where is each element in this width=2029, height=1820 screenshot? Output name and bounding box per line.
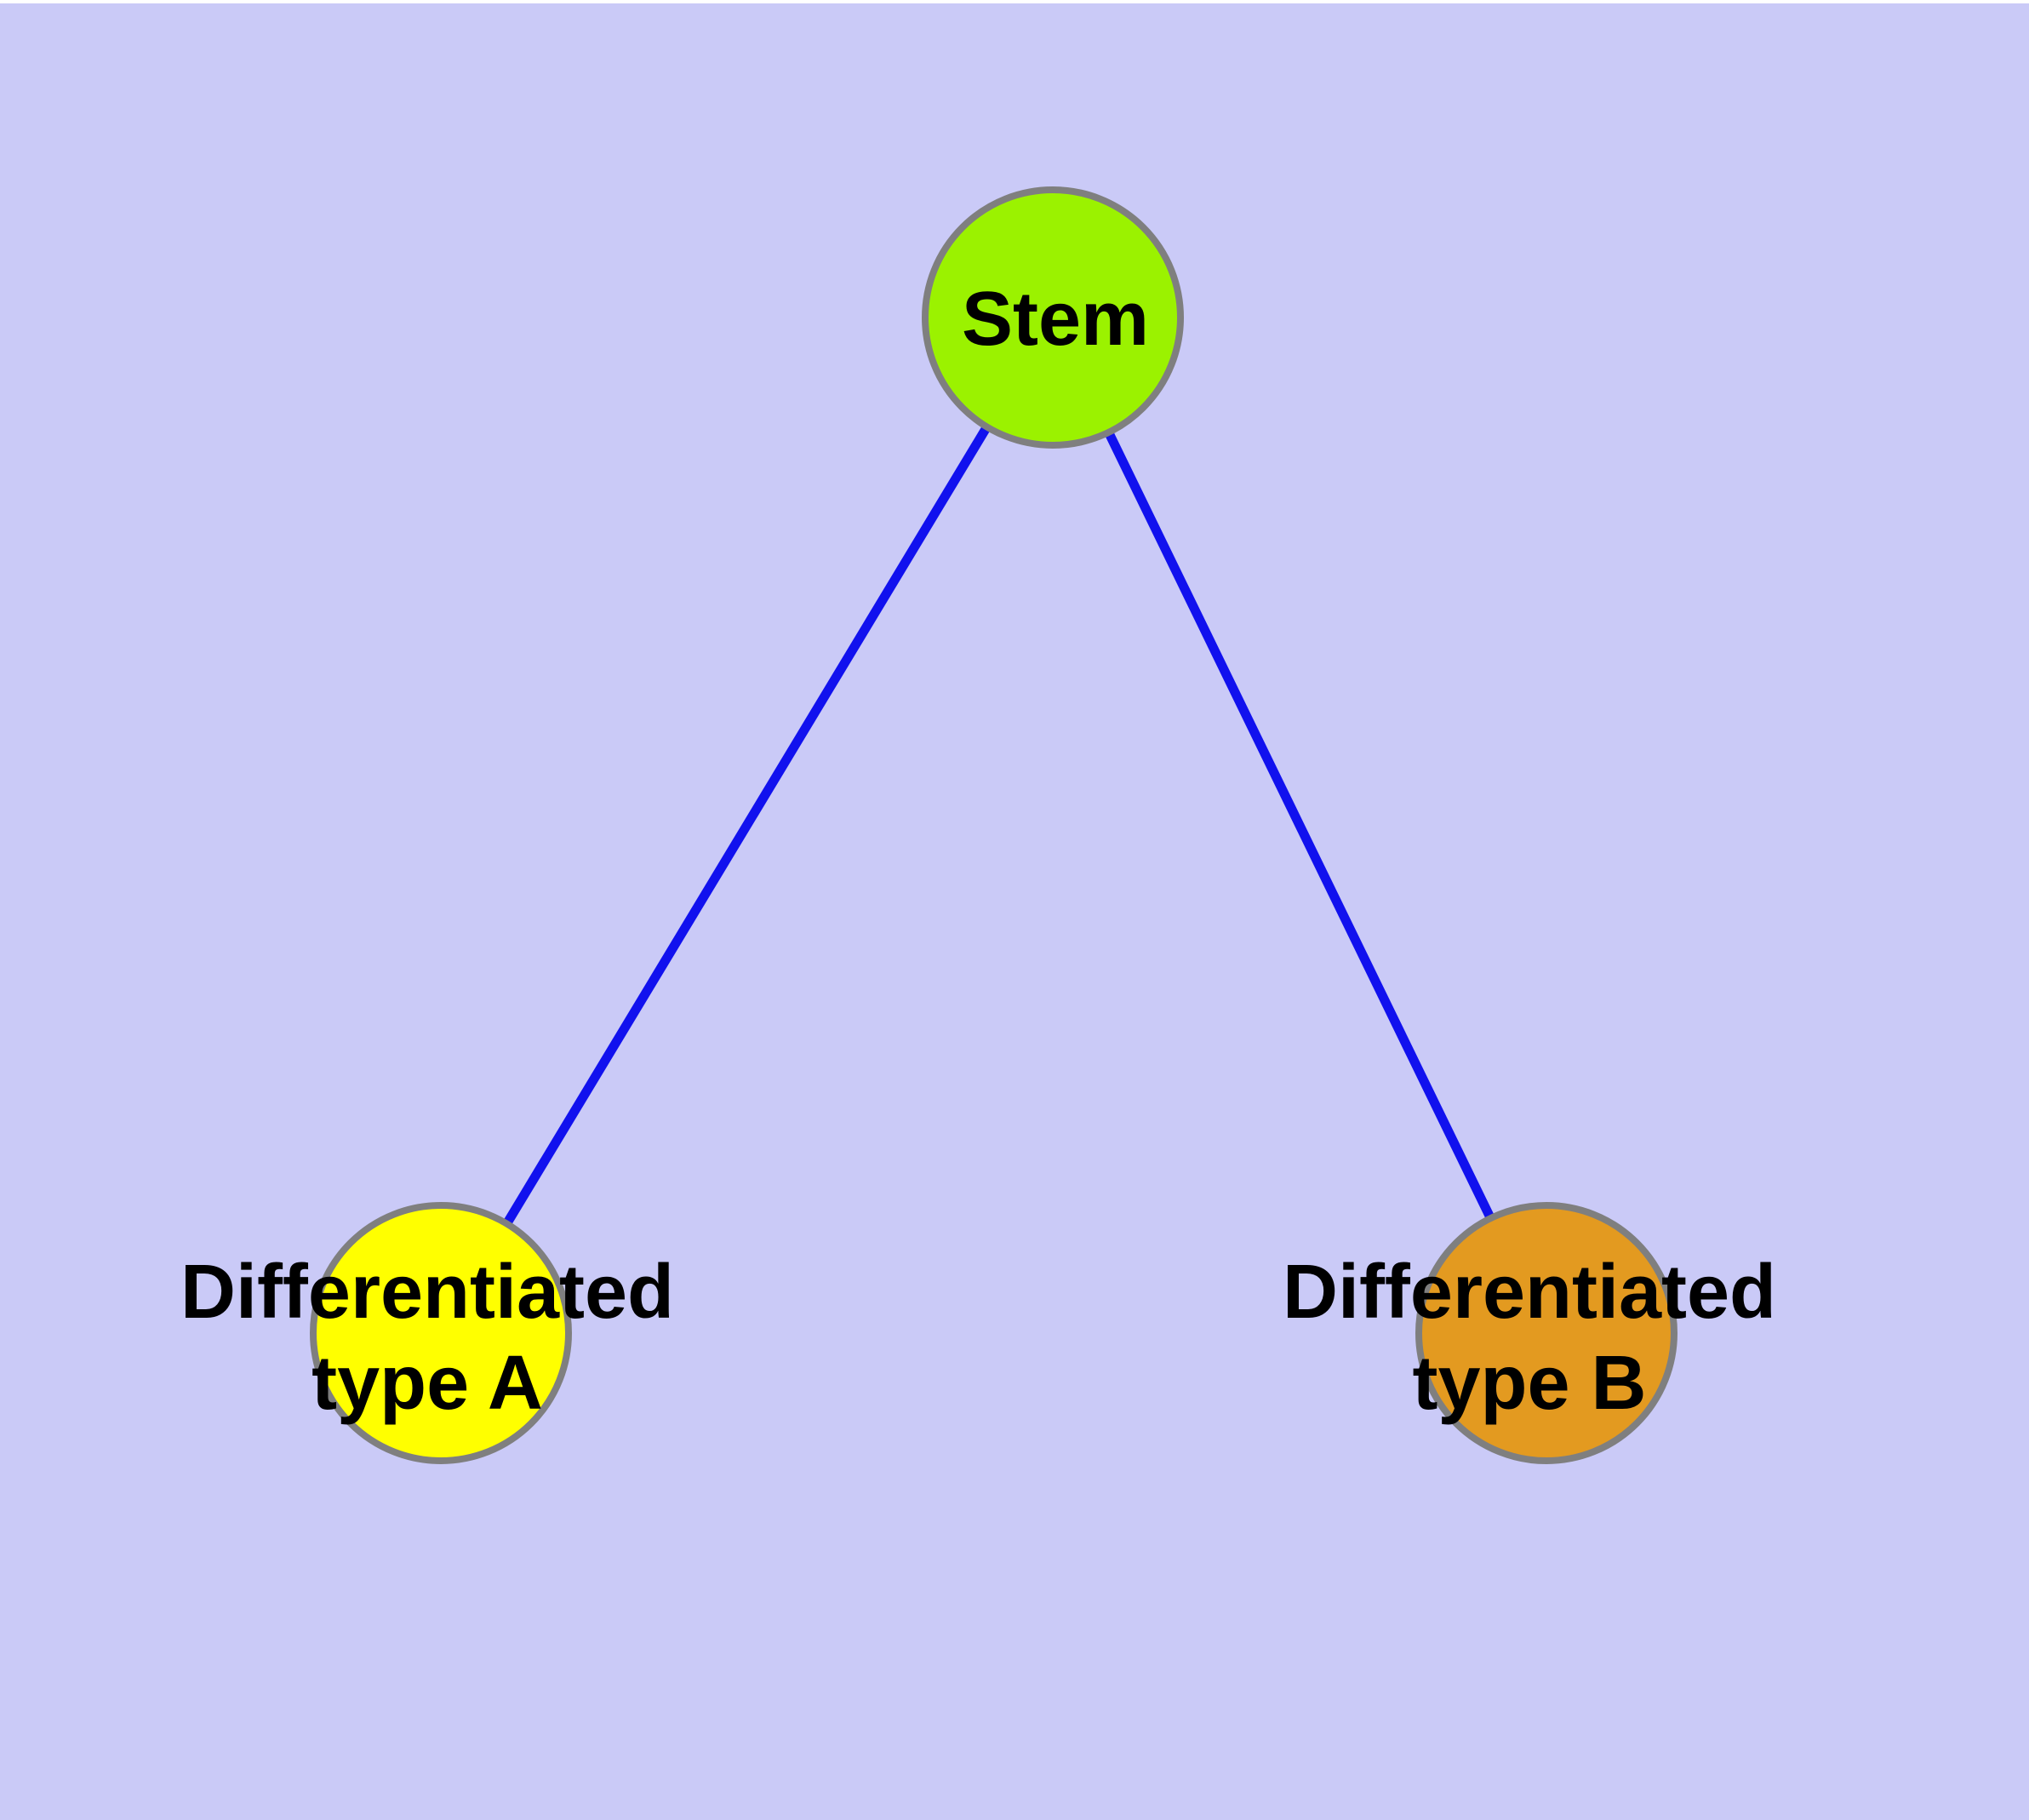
- node-type-a-label-line2: type A: [311, 1341, 543, 1426]
- node-differentiated-type-a[interactable]: [310, 1202, 572, 1464]
- node-type-b-label-line1: Differentiated: [1283, 1250, 1776, 1335]
- node-stem-label: Stem: [962, 277, 1149, 362]
- edge-stem-to-type-b: [1049, 315, 1551, 1336]
- node-differentiated-type-b[interactable]: [1415, 1202, 1677, 1464]
- node-type-a-label-line1: Differentiated: [180, 1250, 674, 1335]
- edge-stem-to-type-a: [437, 315, 1057, 1336]
- node-type-b-label-line2: type B: [1412, 1341, 1646, 1426]
- node-stem[interactable]: [922, 186, 1184, 449]
